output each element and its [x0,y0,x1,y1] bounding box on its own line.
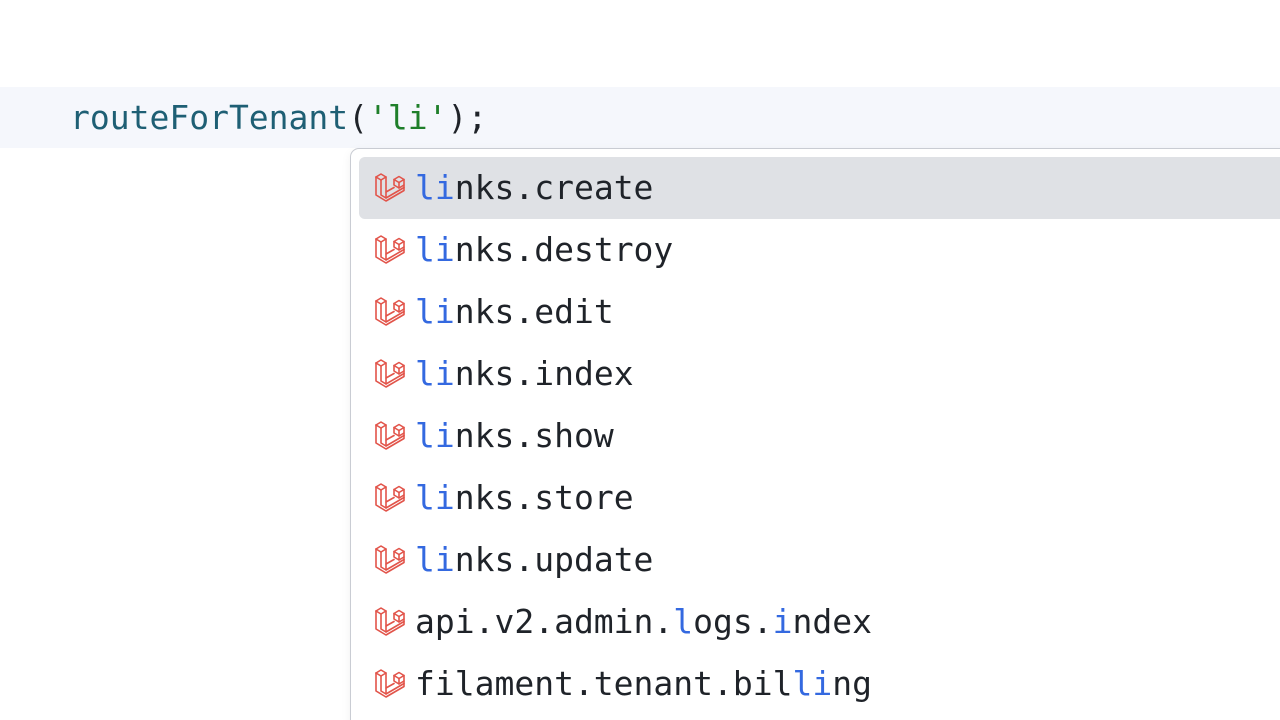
completion-item[interactable]: links.create [359,157,1280,219]
completion-item-label: links.index [415,343,634,405]
completion-item-label: links.store [415,467,634,529]
laravel-logo-icon [373,543,407,577]
label-text: nks.show [454,416,614,455]
laravel-logo-icon [373,605,407,639]
completion-item[interactable]: links.edit [359,281,1280,343]
completion-item-label: api.v2.admin.logs.index [415,591,872,653]
laravel-logo-icon [373,171,407,205]
completion-item[interactable]: api.v2.admin.logs.index [359,591,1280,653]
close-paren-token: ); [447,98,488,137]
match-highlight: li [415,540,455,579]
completion-item-label: links.edit [415,281,614,343]
laravel-logo-icon [373,667,407,701]
match-highlight: li [415,292,455,331]
label-text: nks.update [454,540,654,579]
laravel-logo-icon [373,295,407,329]
label-text: ng [832,664,872,703]
match-highlight: li [415,416,455,455]
completion-item[interactable]: links.show [359,405,1280,467]
laravel-logo-icon [373,481,407,515]
label-text: nks.destroy [454,230,674,269]
label-text: nks.store [454,478,634,517]
laravel-logo-icon [373,357,407,391]
match-highlight: li [415,354,455,393]
function-name-token: routeForTenant [70,98,349,137]
current-code-line[interactable]: routeForTenant('li'); [0,87,1280,148]
completion-item[interactable]: links.update [359,529,1280,591]
label-text: nks.index [454,354,634,393]
completion-item-label: links.update [415,529,653,591]
label-text: api.v2.admin. [415,602,674,641]
match-highlight: li [415,168,455,207]
completion-item[interactable]: links.store [359,467,1280,529]
completion-item[interactable]: links.index [359,343,1280,405]
label-text: filament.tenant.bil [415,664,793,703]
label-text: nks.create [454,168,654,207]
code-text[interactable]: routeForTenant('li'); [70,87,487,148]
completion-item-label: links.create [415,157,653,219]
match-highlight: i [772,602,793,641]
label-text: ndex [792,602,872,641]
match-highlight: li [415,230,455,269]
match-highlight: li [792,664,833,703]
completion-item[interactable]: filament.tenant.billing [359,653,1280,715]
label-text: ogs. [693,602,773,641]
completion-item-label: links.destroy [415,219,673,281]
match-highlight: li [415,478,455,517]
completion-item-label: links.show [415,405,614,467]
laravel-logo-icon [373,233,407,267]
string-literal-token: 'li' [368,98,448,137]
label-text: nks.edit [454,292,614,331]
completion-item-label: filament.tenant.billing [415,653,872,715]
match-highlight: l [673,602,694,641]
laravel-logo-icon [373,419,407,453]
open-paren-token: ( [348,98,369,137]
completion-item[interactable]: links.destroy [359,219,1280,281]
